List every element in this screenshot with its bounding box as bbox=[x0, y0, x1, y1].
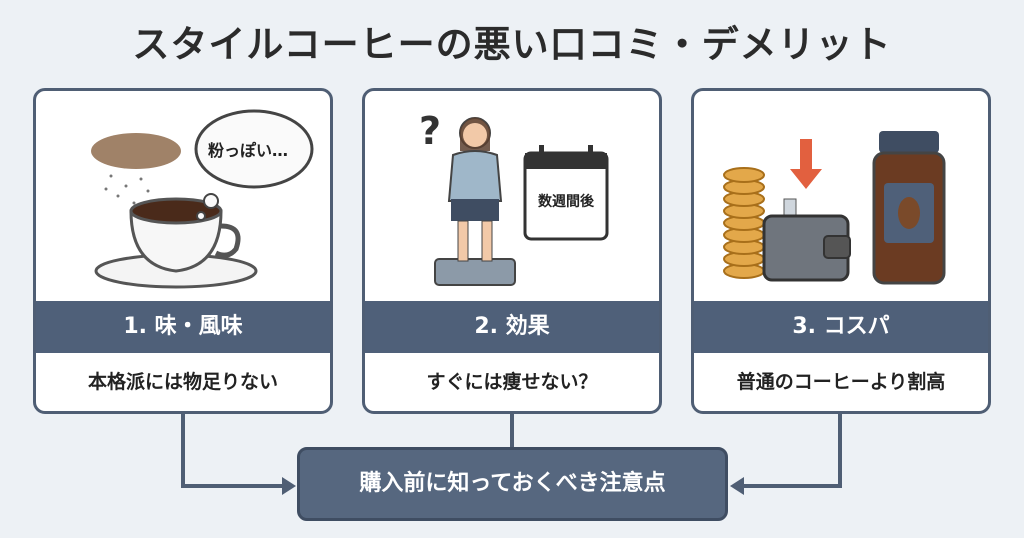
coffee-cup-illustration bbox=[91, 109, 314, 289]
card-taste: 粉っぽい… 1. 味・風味 本格派には物足りない bbox=[33, 88, 333, 414]
card-heading: 2. 効果 bbox=[365, 301, 659, 353]
card-heading: 1. 味・風味 bbox=[36, 301, 330, 353]
card-cost: 3. コスパ 普通のコーヒーより割高 bbox=[691, 88, 991, 414]
page-title: スタイルコーヒーの悪い口コミ・デメリット bbox=[132, 23, 892, 66]
coins-wallet-jar-illustration bbox=[723, 131, 946, 285]
speech-bubble-text: 粉っぽい… bbox=[208, 141, 289, 160]
question-mark-icon: ? bbox=[419, 109, 442, 153]
scale-person-illustration bbox=[434, 117, 609, 286]
card-description: すぐには痩せない？ bbox=[426, 371, 598, 393]
card-description: 普通のコーヒーより割高 bbox=[736, 371, 946, 393]
card-description: 本格派には物足りない bbox=[87, 371, 278, 393]
card-effect: ? 数週間後 2. 効果 すぐには痩せない？ bbox=[362, 88, 662, 414]
card-heading: 3. コスパ bbox=[694, 301, 988, 353]
calendar-label: 数週間後 bbox=[538, 194, 594, 210]
conclusion-box: 購入前に知っておくべき注意点 bbox=[297, 447, 728, 521]
